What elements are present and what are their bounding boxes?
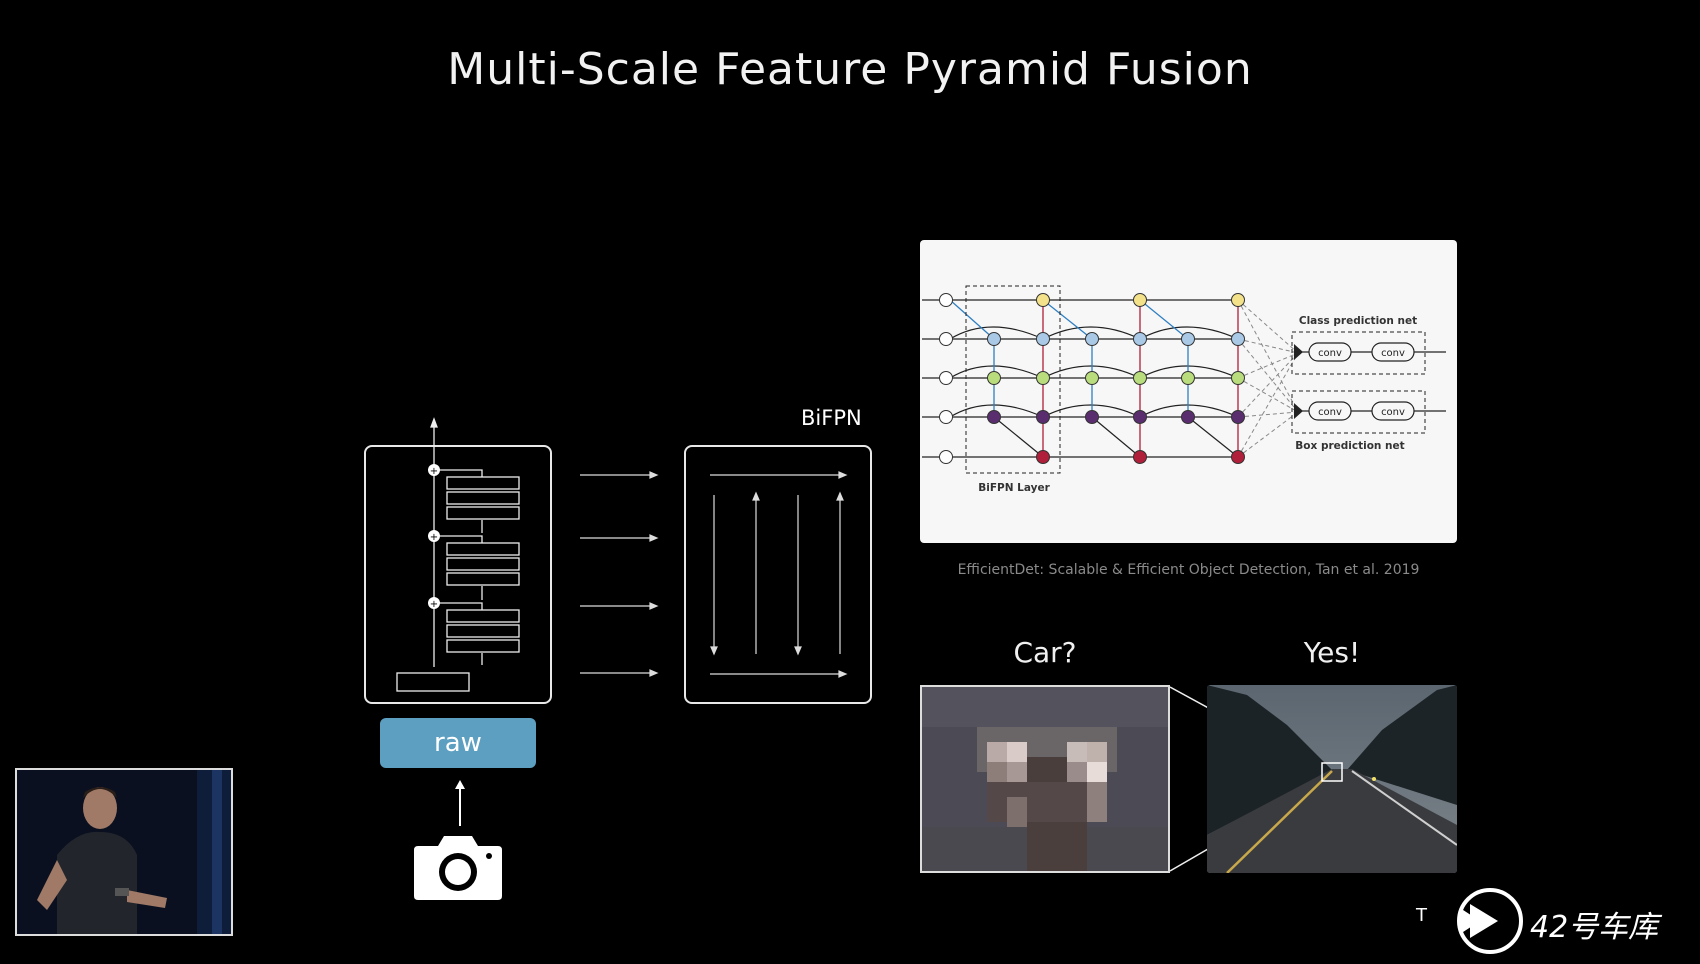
play-logo-icon [1457,888,1523,954]
svg-text:+: + [430,466,438,477]
slide-title: Multi-Scale Feature Pyramid Fusion [447,44,1253,95]
camera-icon [414,836,502,900]
road-scene-image [1207,685,1457,873]
box-net-label: Box prediction net [1295,440,1404,452]
class-net-label: Class prediction net [1299,315,1417,327]
box-conv-2: conv [1381,407,1405,418]
citation: EfficientDet: Scalable & Efficient Objec… [957,562,1420,578]
pixelated-car-crop [920,685,1170,873]
watermark-text: 42号车库 [1530,910,1659,945]
bifpn-network-graph: conv conv conv conv Class prediction net… [922,285,1446,494]
bifpn-label: BiFPN [801,406,862,430]
car-question-label: Car? [1013,636,1077,669]
car-answer-label: Yes! [1303,636,1361,669]
efficientdet-figure: conv conv conv conv Class prediction net… [920,240,1457,543]
bifpn-layer-label: BiFPN Layer [978,482,1050,494]
box-conv-1: conv [1318,407,1342,418]
bifpn-diagram [684,445,872,704]
bifpn-diagram-arrows [710,471,848,678]
backbone-diagram-lines: + + + [396,417,520,692]
speaker-video-inset [15,768,233,936]
camera-to-raw-arrow [455,780,465,826]
class-conv-2: conv [1381,348,1405,359]
svg-text:+: + [430,532,438,543]
backbone-diagram [364,445,552,704]
class-conv-1: conv [1318,348,1342,359]
svg-text:+: + [430,599,438,610]
feature-arrows [580,471,659,677]
brand-glyph: T [1416,905,1427,926]
raw-input-label: raw [380,718,536,768]
